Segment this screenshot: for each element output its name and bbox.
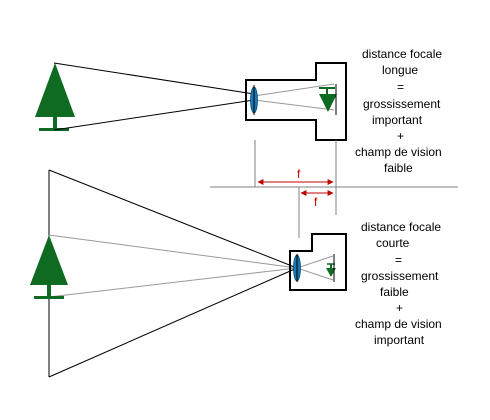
bottom-caption-line-2: courte <box>376 236 410 250</box>
top-image-tree-icon <box>319 87 337 112</box>
bottom-caption-line-7: champ de vision <box>355 317 442 331</box>
top-ray-inner-1 <box>253 83 335 97</box>
top-caption-line-1: distance focale <box>362 47 443 61</box>
bottom-ray-inner-4 <box>296 267 334 281</box>
top-ray-upper <box>53 62 255 95</box>
top-caption-line-7: champ de vision <box>355 145 442 159</box>
bottom-ray-inner-1 <box>48 234 298 269</box>
focal-measurement: f f <box>210 140 458 238</box>
bottom-scene <box>30 169 347 378</box>
bottom-caption-line-6: + <box>396 301 404 315</box>
top-caption-line-3: = <box>397 80 405 94</box>
top-scene <box>35 62 347 141</box>
top-caption-line-8: faible <box>384 161 413 175</box>
bottom-caption-line-3: = <box>395 253 403 267</box>
bottom-tree-icon <box>30 235 68 299</box>
bottom-caption-line-5: faible <box>380 285 409 299</box>
bottom-caption-line-4: grossissement <box>361 269 439 283</box>
top-ray-inner-2 <box>253 99 335 111</box>
bottom-ray-inner-3 <box>296 255 334 269</box>
top-caption-line-5: important <box>372 113 423 127</box>
top-caption-line-4: grossissement <box>363 97 441 111</box>
top-caption-line-2: longue <box>382 63 419 77</box>
bottom-camera-body <box>289 233 347 291</box>
top-camera-body <box>245 62 347 141</box>
top-ray-lower <box>53 99 255 131</box>
bottom-caption-line-1: distance focale <box>361 220 442 234</box>
long-focal-label: f <box>297 167 301 181</box>
bottom-ray-upper <box>48 169 298 269</box>
bottom-ray-lower <box>48 267 298 378</box>
bottom-ray-inner-2 <box>48 267 298 298</box>
top-caption-line-6: + <box>397 129 405 143</box>
bottom-caption-line-8: important <box>374 333 425 347</box>
short-focal-label: f <box>314 195 318 209</box>
top-tree-icon <box>35 63 75 131</box>
